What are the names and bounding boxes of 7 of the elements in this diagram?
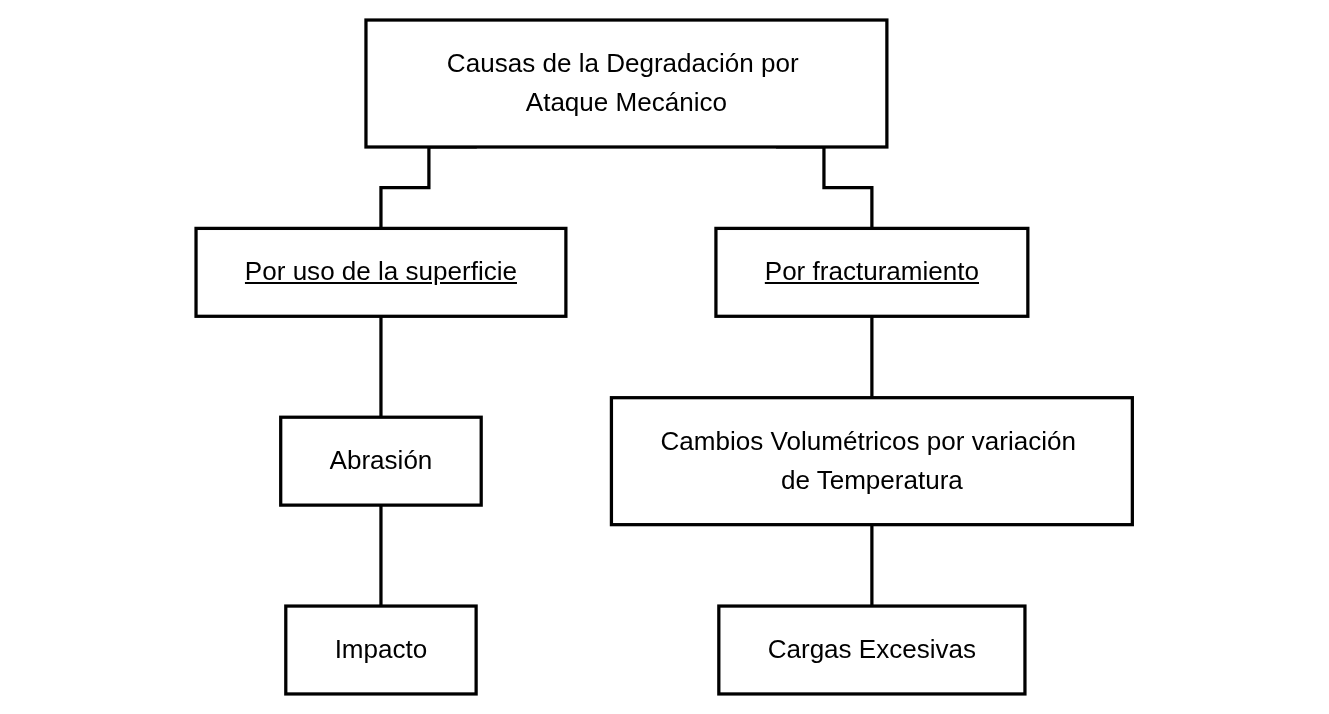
node-box: Impacto <box>284 604 479 696</box>
node-box: Cargas Excesivas <box>717 604 1027 696</box>
node-box: Abrasión <box>279 415 484 507</box>
node-box: Por fracturamiento <box>714 226 1030 318</box>
node-box: Causas de la Degradación por Ataque Mecánico <box>364 18 889 149</box>
node-box: Cambios Volumétricos por variación de Temperatura <box>610 396 1135 527</box>
node-box: Por uso de la superficie <box>194 226 568 318</box>
